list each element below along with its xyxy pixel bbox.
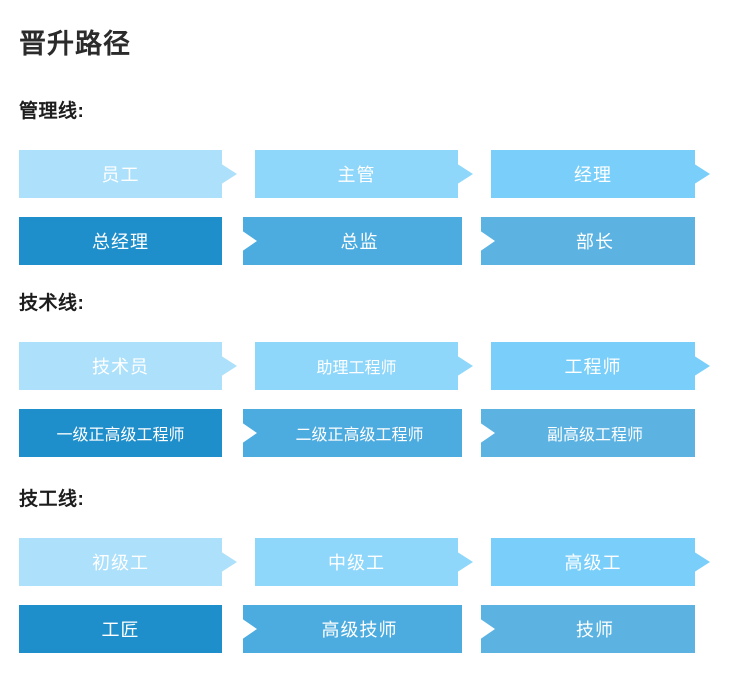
step-technical-forward-3[interactable]: 工程师 (491, 342, 710, 390)
section-craft: 技工线: 初级工 中级工 高级工工匠 高级技师 技师 (0, 484, 750, 653)
step-craft-forward-3[interactable]: 高级工 (491, 538, 710, 586)
step-label: 员工 (101, 165, 140, 185)
step-management-backward-2[interactable]: 总监 (243, 217, 462, 265)
step-label: 初级工 (92, 553, 149, 573)
step-label: 一级正高级工程师 (56, 427, 185, 444)
step-label: 高级技师 (321, 620, 398, 640)
step-technical-backward-1[interactable]: 一级正高级工程师 (19, 409, 222, 457)
step-label: 副高级工程师 (546, 427, 643, 444)
step-label: 技术员 (92, 357, 149, 377)
step-label: 工程师 (564, 357, 622, 377)
row-forward-technical: 技术员 助理工程师 工程师 (0, 342, 750, 390)
step-label: 总经理 (92, 232, 149, 252)
step-label: 技师 (576, 620, 614, 640)
section-header-craft: 技工线: (19, 489, 85, 510)
section-header-management: 管理线: (19, 101, 85, 122)
step-craft-backward-2[interactable]: 高级技师 (243, 605, 462, 653)
step-label: 工匠 (101, 620, 140, 640)
step-craft-backward-1[interactable]: 工匠 (19, 605, 222, 653)
row-forward-craft: 初级工 中级工 高级工 (0, 538, 750, 586)
row-forward-management: 员工 主管 经理 (0, 150, 750, 198)
section-management: 管理线: 员工 主管 经理总经理 总监 部长 (0, 96, 750, 265)
step-management-forward-1[interactable]: 员工 (19, 150, 237, 198)
row-backward-craft: 工匠 高级技师 技师 (0, 605, 750, 653)
step-management-forward-2[interactable]: 主管 (255, 150, 473, 198)
row-backward-technical: 一级正高级工程师 二级正高级工程师 副高级工程师 (0, 409, 750, 457)
step-label: 高级工 (564, 553, 622, 573)
step-craft-forward-2[interactable]: 中级工 (255, 538, 473, 586)
step-management-backward-3[interactable]: 部长 (481, 217, 695, 265)
step-label: 助理工程师 (316, 360, 397, 377)
step-management-forward-3[interactable]: 经理 (491, 150, 710, 198)
step-label: 总监 (340, 232, 379, 252)
section-technical: 技术线: 技术员 助理工程师 工程师一级正高级工程师 二级正高级工程师 副高级工程师 (0, 288, 750, 457)
step-label: 二级正高级工程师 (295, 427, 424, 444)
step-technical-forward-2[interactable]: 助理工程师 (255, 342, 473, 390)
step-label: 经理 (574, 165, 612, 185)
step-technical-backward-2[interactable]: 二级正高级工程师 (243, 409, 462, 457)
step-craft-forward-1[interactable]: 初级工 (19, 538, 237, 586)
step-technical-forward-1[interactable]: 技术员 (19, 342, 237, 390)
step-label: 部长 (576, 232, 614, 252)
step-label: 中级工 (328, 553, 385, 573)
step-technical-backward-3[interactable]: 副高级工程师 (481, 409, 695, 457)
step-craft-backward-3[interactable]: 技师 (481, 605, 695, 653)
section-header-technical: 技术线: (19, 293, 85, 314)
page-title: 晋升路径 (19, 29, 131, 59)
step-label: 主管 (337, 165, 376, 185)
step-management-backward-1[interactable]: 总经理 (19, 217, 222, 265)
row-backward-management: 总经理 总监 部长 (0, 217, 750, 265)
